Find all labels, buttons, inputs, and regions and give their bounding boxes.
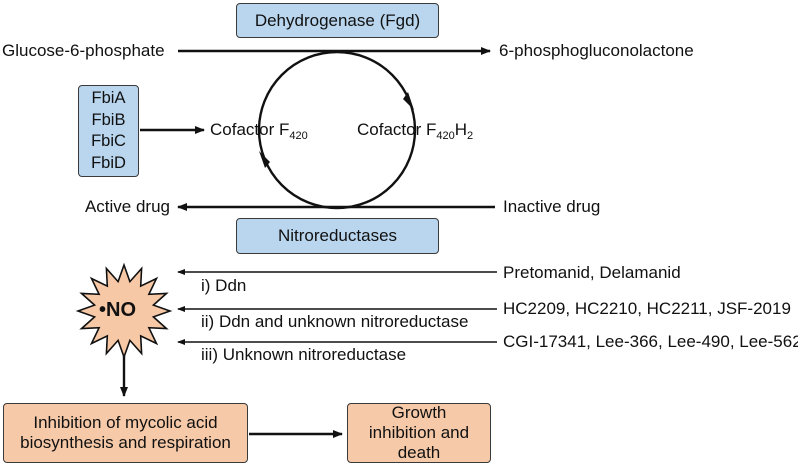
pathway-drugs-label: CGI-17341, Lee-366, Lee-490, Lee-562 bbox=[503, 332, 798, 351]
cycle-arrowhead-left bbox=[259, 151, 270, 168]
gluconolactone-label: 6-phosphogluconolactone bbox=[499, 41, 694, 60]
nitroreductases-box: Nitroreductases bbox=[236, 218, 439, 254]
dehydrogenase-box: Dehydrogenase (Fgd) bbox=[236, 3, 439, 38]
fbi-gene: FbiA bbox=[91, 89, 126, 107]
inhibition-label: Inhibition of mycolic acid biosynthesis … bbox=[20, 413, 231, 452]
pathway-drugs-label: Pretomanid, Delamanid bbox=[503, 263, 681, 282]
inactive-drug-label: Inactive drug bbox=[503, 197, 601, 216]
growth-box: Growth inhibition and death bbox=[347, 403, 491, 463]
pathway-route-label: iii) Unknown nitroreductase bbox=[201, 345, 407, 364]
cofactor-f420-label: Cofactor F420 bbox=[210, 120, 308, 142]
fbi-genes-box: FbiA FbiB FbiC FbiD bbox=[78, 85, 139, 177]
fbi-gene: FbiD bbox=[91, 153, 126, 172]
pathway-route-label: i) Ddn bbox=[201, 276, 247, 295]
inhibition-box: Inhibition of mycolic acid biosynthesis … bbox=[3, 403, 248, 463]
growth-label: Growth inhibition and death bbox=[368, 403, 470, 462]
cofactor-cycle-circle bbox=[257, 50, 417, 210]
glucose-label: Glucose-6-phosphate bbox=[2, 41, 165, 60]
active-drug-label: Active drug bbox=[84, 197, 170, 216]
dehydrogenase-label: Dehydrogenase (Fgd) bbox=[254, 10, 421, 30]
cofactor-f420h2-label: Cofactor F420H2 bbox=[357, 120, 474, 142]
fbi-gene: FbiC bbox=[91, 132, 126, 150]
cycle-arrowhead-right bbox=[403, 92, 414, 110]
nitroreductases-label: Nitroreductases bbox=[277, 226, 398, 245]
pathway-route-label: ii) Ddn and unknown nitroreductase bbox=[201, 312, 469, 331]
fbi-gene: FbiB bbox=[91, 110, 126, 129]
no-radical-label: •NO bbox=[99, 299, 137, 321]
pathway-drugs-label: HC2209, HC2210, HC2211, JSF-2019 bbox=[503, 299, 791, 318]
